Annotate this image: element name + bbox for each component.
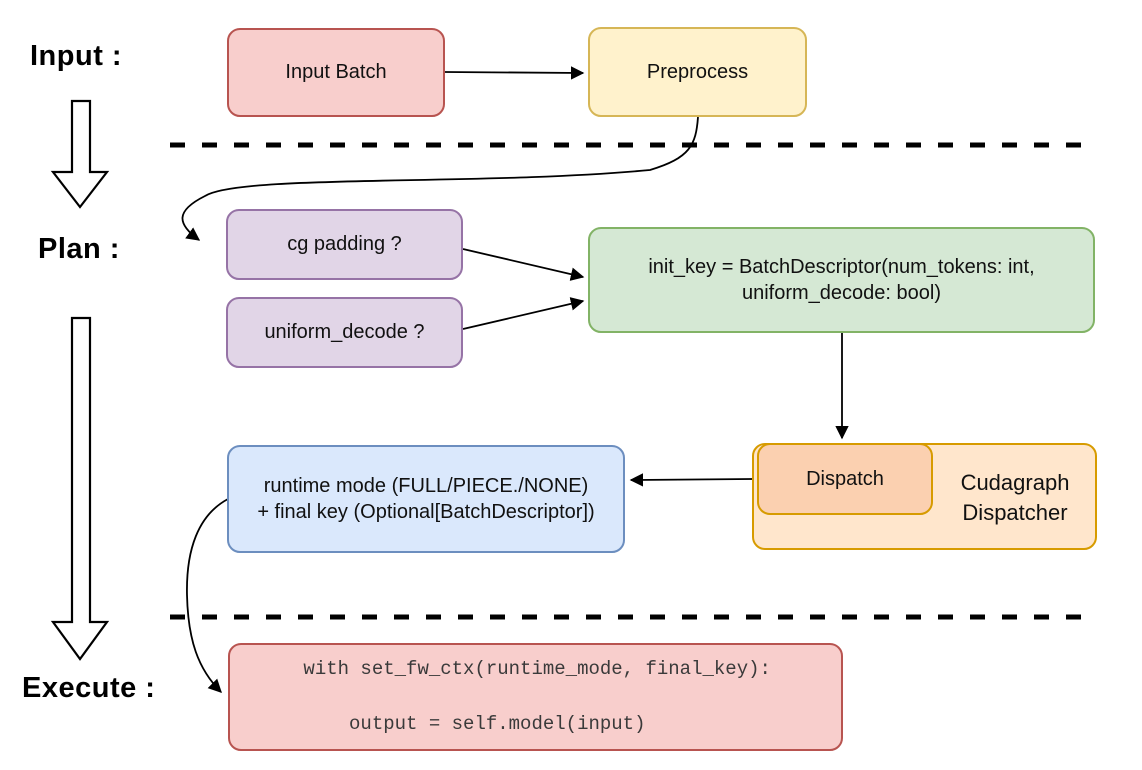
node-init-key-line1: init_key = BatchDescriptor(num_tokens: i…: [648, 255, 1035, 278]
node-init-key-line2: uniform_decode: bool): [741, 282, 941, 304]
cudagraph-line1: Cudagraph: [960, 470, 1070, 496]
section-label-plan: Plan :: [38, 233, 120, 265]
node-input-batch-label: Input Batch: [285, 61, 387, 84]
stage-arrow-plan-to-execute-icon: [50, 316, 110, 661]
edge-dispatch-runtimemode: [629, 473, 753, 487]
node-init-key: init_key = BatchDescriptor(num_tokens: i…: [588, 227, 1095, 333]
execute-code-text: with set_fw_ctx(runtime_mode, final_key)…: [230, 628, 771, 766]
section-label-execute: Execute :: [22, 672, 156, 704]
node-runtime-mode-label: runtime mode (FULL/PIECE./NONE) + final …: [229, 473, 623, 526]
node-cudagraph-dispatcher-label: Cudagraph Dispatcher: [935, 455, 1095, 540]
runtime-mode-line2: + final key (Optional[BatchDescriptor]): [257, 501, 595, 523]
edge-runtimemode-executecode: [186, 498, 229, 693]
node-uniform-decode-label: uniform_decode ?: [264, 321, 425, 344]
node-preprocess-label: Preprocess: [646, 60, 749, 83]
stage-arrow-input-to-plan-icon: [50, 99, 110, 209]
node-dispatch: Dispatch: [757, 443, 933, 515]
edge-cgpadding-initkey: [462, 248, 585, 281]
edge-inputbatch-preprocess: [444, 66, 585, 80]
node-cg-padding: cg padding ?: [226, 209, 463, 280]
node-uniform-decode: uniform_decode ?: [226, 297, 463, 368]
node-input-batch: Input Batch: [227, 28, 445, 117]
node-init-key-label: init_key = BatchDescriptor(num_tokens: i…: [590, 254, 1093, 307]
cudagraph-line2: Dispatcher: [962, 499, 1068, 525]
node-execute-code: with set_fw_ctx(runtime_mode, final_key)…: [228, 643, 843, 751]
node-preprocess: Preprocess: [588, 27, 807, 117]
node-cg-padding-label: cg padding ?: [287, 233, 402, 256]
node-runtime-mode: runtime mode (FULL/PIECE./NONE) + final …: [227, 445, 625, 553]
execute-code-line2: output = self.model(input): [303, 712, 646, 735]
section-label-input: Input :: [30, 40, 123, 72]
node-dispatch-label: Dispatch: [806, 467, 884, 490]
runtime-mode-line1: runtime mode (FULL/PIECE./NONE): [263, 474, 589, 497]
execute-code-line1: with set_fw_ctx(runtime_mode, final_key)…: [303, 657, 771, 680]
edge-uniformdecode-initkey: [462, 297, 585, 330]
